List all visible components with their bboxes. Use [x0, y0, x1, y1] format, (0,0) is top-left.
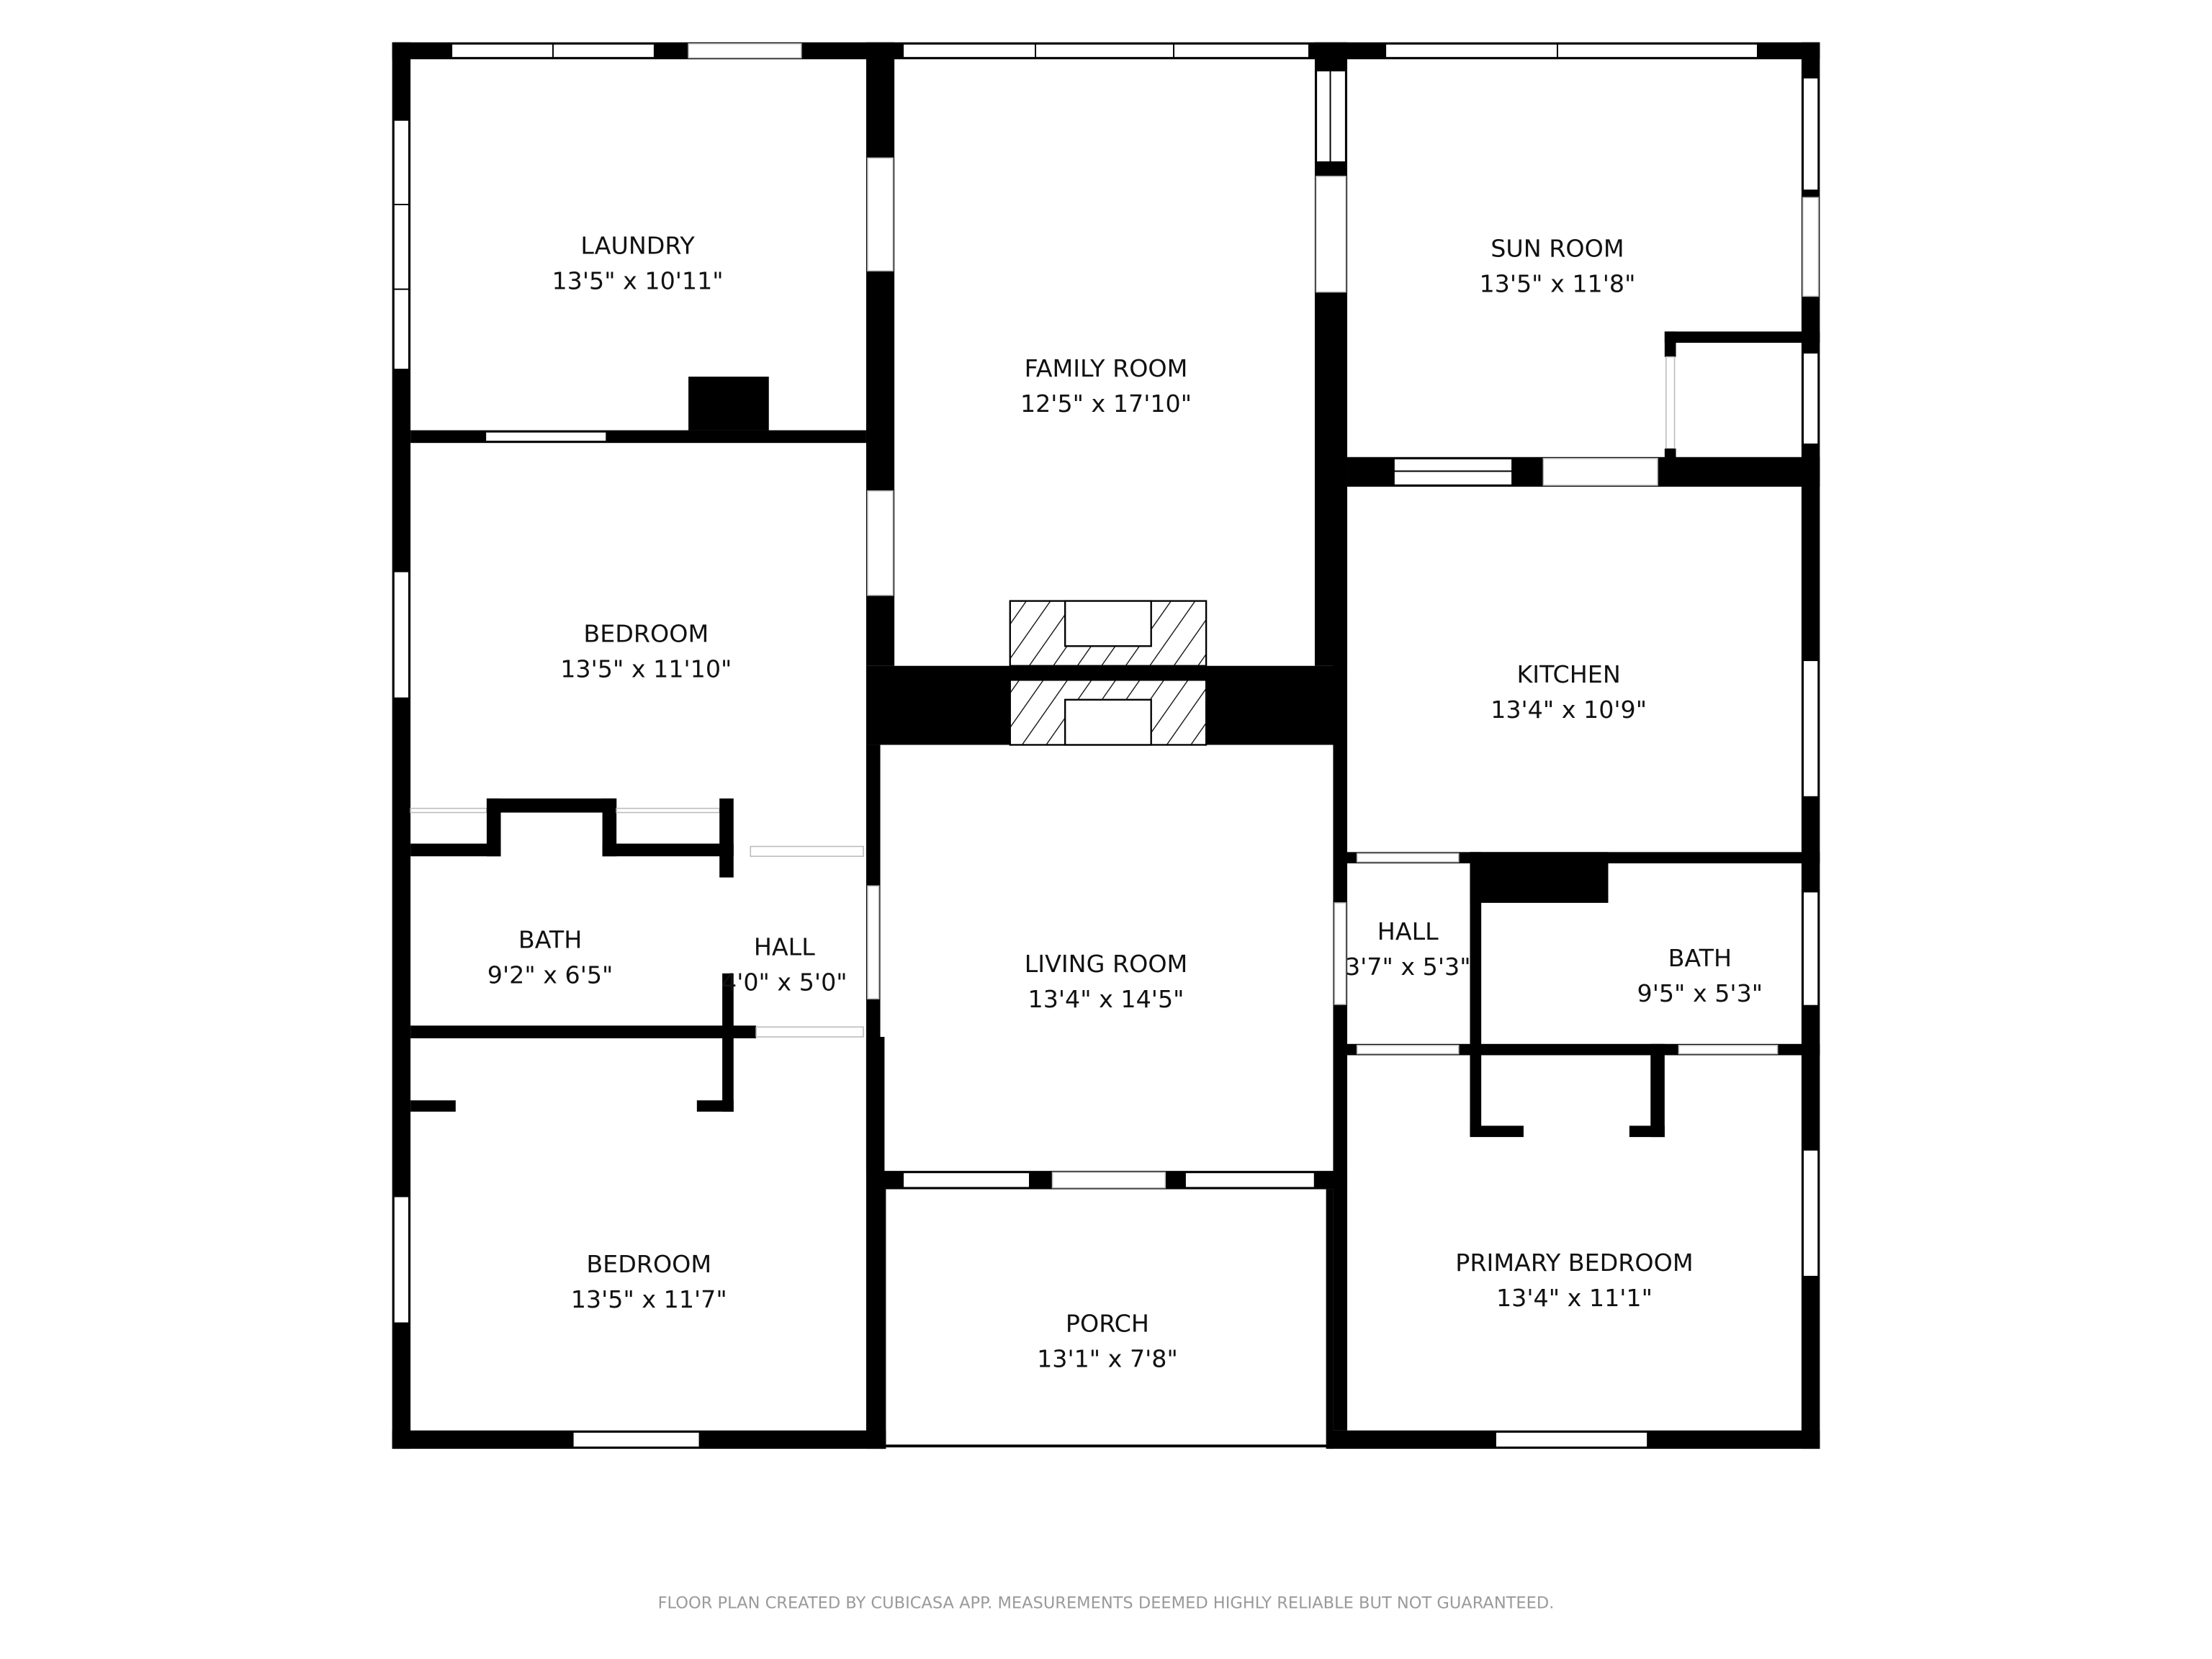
walls	[392, 42, 1820, 1449]
room-bath-2: BATH 9'5" x 5'3"	[1637, 944, 1763, 1007]
room-size: 12'5" x 17'10"	[1020, 390, 1192, 418]
room-bath-1: BATH 9'2" x 6'5"	[487, 926, 613, 989]
room-size: 13'5" x 10'11"	[552, 267, 723, 295]
room-labels: LAUNDRY 13'5" x 10'11" FAMILY ROOM 12'5" x…	[487, 232, 1763, 1373]
room-size: 4'0" x 5'0"	[721, 968, 848, 996]
room-primary-bedroom: PRIMARY BEDROOM 13'4" x 11'1"	[1455, 1249, 1693, 1312]
room-sun-room: SUN ROOM 13'5" x 11'8"	[1479, 235, 1635, 298]
room-name: HALL	[754, 932, 815, 961]
footer-disclaimer: FLOOR PLAN CREATED BY CUBICASA APP. MEAS…	[658, 1593, 1555, 1612]
room-name: BATH	[518, 926, 582, 954]
room-name: BEDROOM	[586, 1250, 711, 1278]
room-kitchen: KITCHEN 13'4" x 10'9"	[1491, 660, 1647, 724]
room-family-room: FAMILY ROOM 12'5" x 17'10"	[1020, 354, 1192, 418]
room-size: 13'4" x 14'5"	[1028, 985, 1184, 1013]
room-name: KITCHEN	[1516, 660, 1620, 688]
room-name: BEDROOM	[583, 619, 709, 647]
room-living-room: LIVING ROOM 13'4" x 14'5"	[1025, 950, 1188, 1013]
room-name: HALL	[1377, 917, 1439, 945]
room-size: 13'5" x 11'7"	[571, 1285, 727, 1313]
room-size: 13'5" x 11'10"	[560, 655, 732, 683]
room-name: LAUNDRY	[580, 232, 695, 260]
room-size: 9'5" x 5'3"	[1637, 979, 1763, 1007]
room-laundry: LAUNDRY 13'5" x 10'11"	[552, 232, 723, 295]
room-name: PRIMARY BEDROOM	[1455, 1249, 1693, 1277]
room-porch: PORCH 13'1" x 7'8"	[1037, 1309, 1178, 1372]
room-size: 13'5" x 11'8"	[1479, 270, 1635, 298]
room-bedroom-2: BEDROOM 13'5" x 11'7"	[571, 1250, 727, 1313]
room-size: 9'2" x 6'5"	[487, 961, 613, 989]
room-bedroom-1: BEDROOM 13'5" x 11'10"	[560, 619, 732, 683]
room-name: SUN ROOM	[1491, 235, 1624, 263]
room-name: BATH	[1668, 944, 1732, 972]
room-hall-2: HALL 3'7" x 5'3"	[1345, 917, 1471, 981]
room-name: PORCH	[1066, 1309, 1149, 1337]
room-name: FAMILY ROOM	[1025, 354, 1188, 382]
room-size: 13'4" x 10'9"	[1491, 696, 1647, 724]
room-hall-1: HALL 4'0" x 5'0"	[721, 932, 848, 996]
room-size: 13'1" x 7'8"	[1037, 1344, 1178, 1372]
room-size: 13'4" x 11'1"	[1496, 1284, 1653, 1312]
room-name: LIVING ROOM	[1025, 950, 1188, 978]
room-size: 3'7" x 5'3"	[1345, 953, 1471, 981]
